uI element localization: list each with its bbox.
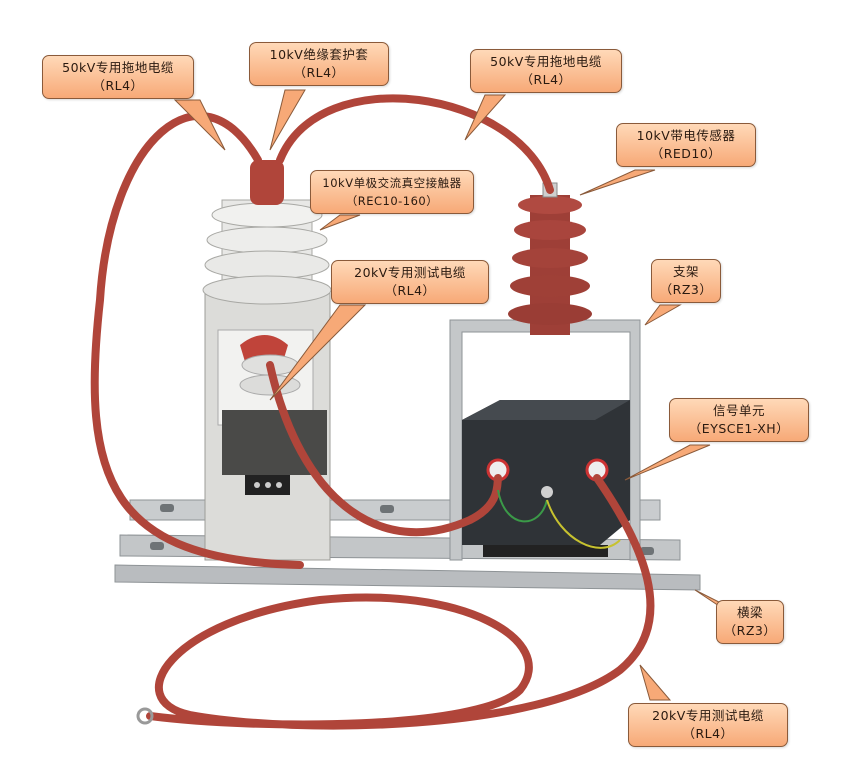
ring-terminal	[136, 707, 154, 725]
callout-signal-unit: 信号单元 （EYSCE1-XH）	[669, 398, 809, 442]
sensor-insulator	[508, 182, 592, 335]
callout-sleeve-10kv: 10kV绝缘套护套 （RL4）	[249, 42, 389, 86]
callout-test-cable-20kv-bottom: 20kV专用测试电缆 （RL4）	[628, 703, 788, 747]
vacuum-contactor-body	[202, 160, 332, 561]
callout-leaders	[173, 89, 741, 701]
callout-vacuum-contactor: 10kV单极交流真空接触器 （REC10-160）	[310, 170, 474, 214]
signal-wires	[497, 489, 621, 549]
callout-test-cable-20kv-top: 20kV专用测试电缆 （RL4）	[331, 260, 489, 304]
callout-crossbeam: 横梁 （RZ3）	[716, 600, 784, 644]
callout-cable-50kv-left: 50kV专用拖地电缆 （RL4）	[42, 55, 194, 99]
callout-cable-50kv-right: 50kV专用拖地电缆 （RL4）	[470, 49, 622, 93]
bracket-frame	[449, 319, 641, 561]
cables	[90, 94, 655, 730]
callout-bracket: 支架 （RZ3）	[651, 259, 721, 303]
signal-unit-box	[462, 400, 630, 557]
callout-sensor-10kv: 10kV带电传感器 （RED10）	[616, 123, 756, 167]
